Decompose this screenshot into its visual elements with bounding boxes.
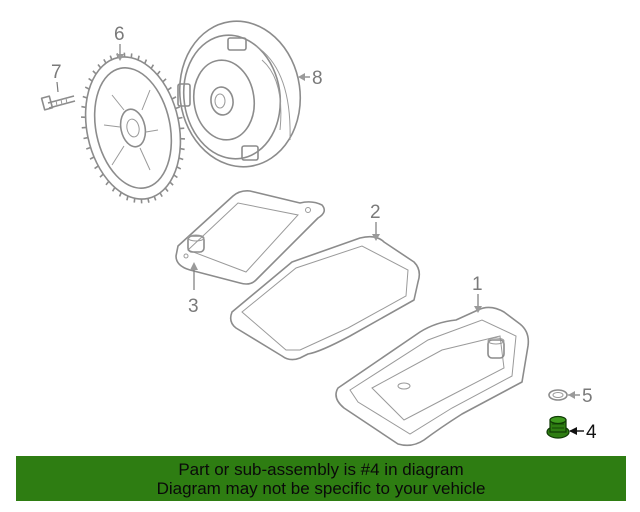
ring-gear-tooth <box>175 106 181 110</box>
part-3-filter <box>175 190 326 285</box>
ring-gear-tooth <box>156 70 161 76</box>
ring-gear-tooth <box>150 64 155 69</box>
banner-line-2: Diagram may not be specific to your vehi… <box>156 479 486 498</box>
ring-gear-tooth <box>109 55 113 60</box>
callout-1: 1 <box>472 274 483 313</box>
banner-line-1: Part or sub-assembly is #4 in diagram <box>178 460 464 479</box>
ring-gear-tooth <box>103 58 107 64</box>
callout-8: 8 <box>298 68 323 89</box>
svg-text:6: 6 <box>114 24 125 45</box>
ring-gear-tooth <box>177 116 183 120</box>
ring-gear-tooth <box>173 174 178 179</box>
parts-diagram: 7 6 8 <box>40 20 597 447</box>
callout-2: 2 <box>370 202 381 241</box>
part-6-flex-plate <box>80 52 186 204</box>
ring-gear-tooth <box>126 195 129 201</box>
svg-text:3: 3 <box>188 296 199 317</box>
ring-gear-tooth <box>82 95 88 99</box>
ring-gear-tooth <box>153 196 157 201</box>
part-2-pan-gasket <box>229 235 421 361</box>
ring-gear-tooth <box>83 136 89 140</box>
ring-gear-tooth <box>97 63 102 69</box>
ring-gear-tooth <box>164 187 169 193</box>
ring-gear-tooth <box>92 70 97 75</box>
ring-gear-tooth <box>179 147 185 151</box>
callout-6: 6 <box>114 24 125 61</box>
part-7-bolt <box>40 95 76 111</box>
callout-3: 3 <box>188 262 199 317</box>
ring-gear-tooth <box>118 192 123 197</box>
part-1-oil-pan <box>335 306 530 447</box>
ring-gear-tooth <box>176 166 182 170</box>
ring-gear-tooth <box>94 165 99 170</box>
ring-gear-tooth <box>169 181 174 186</box>
ring-gear-tooth <box>143 59 148 64</box>
vehicle-fit-banner: Part or sub-assembly is #4 in diagram Di… <box>16 456 626 501</box>
svg-text:7: 7 <box>51 62 62 83</box>
svg-text:1: 1 <box>472 274 483 295</box>
callout-7: 7 <box>51 62 62 93</box>
ring-gear-tooth <box>137 55 140 61</box>
callout-5: 5 <box>568 386 593 407</box>
part-8-torque-converter <box>177 20 302 168</box>
ring-gear-tooth <box>85 146 91 150</box>
ring-gear-tooth <box>84 86 90 90</box>
callout-4: 4 <box>569 422 597 443</box>
ring-gear-tooth <box>162 78 167 83</box>
svg-text:5: 5 <box>582 386 593 407</box>
part-4-drain-plug <box>546 415 570 439</box>
svg-text:2: 2 <box>370 202 381 223</box>
ring-gear-tooth <box>81 105 87 109</box>
ring-gear-tooth <box>171 96 177 100</box>
ring-gear-tooth <box>99 173 104 178</box>
ring-gear-tooth <box>88 77 93 82</box>
ring-gear-tooth <box>105 180 110 186</box>
ring-gear-tooth <box>147 198 150 203</box>
ring-gear-tooth <box>89 156 95 160</box>
svg-text:4: 4 <box>586 422 597 443</box>
ring-gear-tooth <box>167 86 172 91</box>
svg-text:8: 8 <box>312 68 323 89</box>
ring-gear-tooth <box>159 192 163 198</box>
ring-gear-tooth <box>178 157 184 161</box>
part-5-washer <box>548 389 568 401</box>
ring-gear-tooth <box>111 187 116 192</box>
